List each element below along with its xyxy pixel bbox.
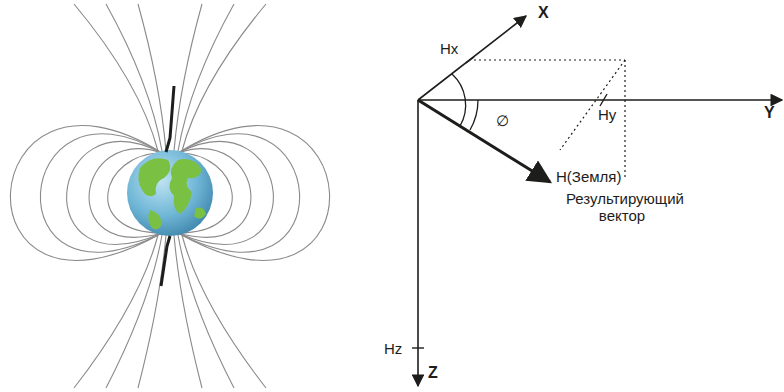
field-line [174,235,202,388]
field-line [178,235,234,388]
field-line [182,4,266,151]
field-line [138,235,166,388]
vector-caption: Результирующий вектор [566,190,678,225]
coordinate-axes [412,16,782,386]
earth-globe [127,86,213,286]
vector-label: H(Земля) [556,168,621,185]
angle-symbol: ∅ [496,112,509,129]
field-lines [10,4,329,388]
field-line [178,4,234,151]
field-line [174,4,202,151]
component-label: Hz [384,340,402,357]
field-line [106,235,162,388]
field-line [74,235,158,388]
axis-label: X [538,4,549,22]
component-label: Hx [440,40,458,57]
field-line [74,4,158,151]
field-line [138,4,166,151]
field-line [106,4,162,151]
component-label: Hy [598,106,616,123]
axis-label: Z [428,364,438,382]
field-line [182,235,266,388]
axis-label: Y [764,104,775,122]
